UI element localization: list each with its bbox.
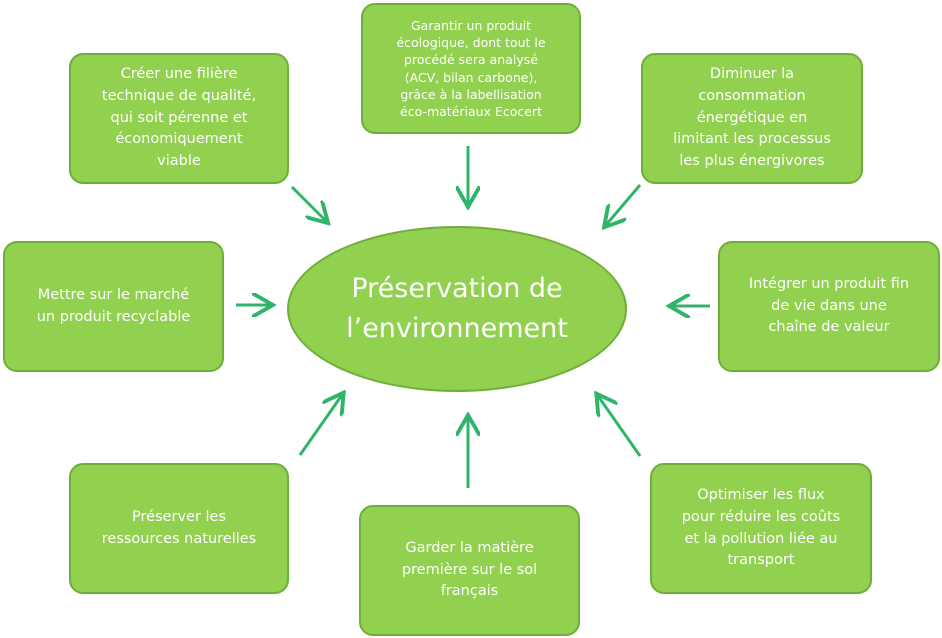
- node-left-line: un produit recyclable: [36, 308, 191, 325]
- node-top-line: grâce à la labellisation: [400, 86, 542, 102]
- node-bottom-left-line: ressources naturelles: [101, 530, 257, 547]
- node-right-line: chaîne de valeur: [768, 319, 890, 336]
- center-line-1: Préservation de: [351, 272, 563, 304]
- node-bottom-line: Garder la matière: [405, 539, 534, 556]
- arrow-top-right: [606, 184, 642, 225]
- node-top-line: écologique, dont tout le: [396, 35, 546, 50]
- node-bottom-right-line: et la pollution liée au: [684, 530, 838, 547]
- node-top-right-line: les plus énergivores: [679, 153, 825, 170]
- node-bottom-line: première sur le sol: [401, 561, 538, 578]
- node-top: Garantir un produit écologique, dont tou…: [361, 3, 581, 134]
- node-top-right-line: consommation: [698, 87, 806, 104]
- node-top-line: (ACV, bilan carbone),: [404, 69, 538, 85]
- node-top-left-line: économiquement: [115, 131, 243, 148]
- node-top-left-line: technique de qualité,: [101, 87, 257, 104]
- node-top-line: procédé sera analysé: [404, 52, 538, 68]
- node-bottom-left-line: Préserver les: [131, 508, 227, 525]
- node-top-left-line: Créer une filière: [120, 66, 238, 83]
- arrow-bottom-right: [598, 396, 642, 457]
- node-bottom-right-line: Optimiser les flux: [697, 487, 825, 503]
- node-top-left-line: viable: [157, 153, 201, 170]
- node-left-line: Mettre sur le marché: [37, 286, 190, 303]
- node-bottom-left: Préserver les ressources naturelles: [69, 463, 289, 594]
- node-top-left: Créer une filière technique de qualité, …: [69, 53, 289, 184]
- node-right-line: de vie dans une: [771, 297, 887, 314]
- node-top-left-line: qui soit pérenne et: [110, 109, 248, 126]
- center-node-preservation-environnement: Préservation de l’environnement: [287, 226, 627, 392]
- arrow-bottom-left: [298, 395, 342, 456]
- node-top-right: Diminuer la consommation énergétique en …: [641, 53, 863, 184]
- arrow-top-left: [290, 185, 326, 221]
- node-top-line: Garantir un produit: [410, 17, 532, 33]
- node-bottom-right-line: transport: [727, 552, 795, 569]
- node-right: Intégrer un produit fin de vie dans une …: [718, 241, 940, 372]
- node-top-line: éco-matériaux Ecocert: [400, 104, 542, 119]
- node-bottom: Garder la matière première sur le sol fr…: [359, 505, 580, 636]
- node-bottom-right: Optimiser les flux pour réduire les coût…: [650, 463, 872, 594]
- node-right-line: Intégrer un produit fin: [748, 275, 910, 292]
- node-top-right-line: limitant les processus: [673, 131, 831, 148]
- node-bottom-right-line: pour réduire les coûts: [681, 508, 841, 525]
- center-line-2: l’environnement: [346, 313, 568, 344]
- node-left: Mettre sur le marché un produit recyclab…: [3, 241, 224, 372]
- node-top-right-line: énergétique en: [696, 109, 808, 126]
- node-top-right-line: Diminuer la: [709, 66, 795, 83]
- node-bottom-line: français: [440, 583, 499, 600]
